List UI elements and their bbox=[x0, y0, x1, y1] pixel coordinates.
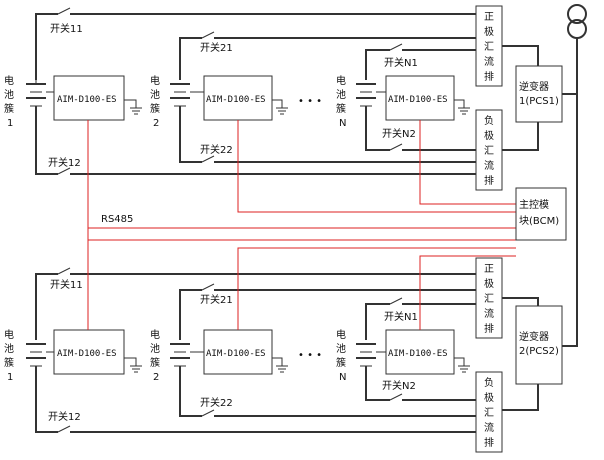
busbar-neg-char: 极 bbox=[484, 129, 494, 142]
label-sw22-top: 开关22 bbox=[200, 143, 233, 156]
busbar-neg-char: 排 bbox=[484, 174, 494, 187]
inverter-1-title: 逆变器 bbox=[519, 80, 549, 93]
busbar-neg-char: 负 bbox=[484, 376, 494, 389]
battery-label-char-3: 簇 bbox=[150, 102, 160, 115]
label-sw11-bottom: 开关11 bbox=[50, 278, 83, 291]
busbar-pos-char: 汇 bbox=[484, 40, 494, 53]
battery-label-index: 2 bbox=[153, 118, 159, 129]
busbar-pos-char: 排 bbox=[484, 322, 494, 335]
rs485-bus bbox=[87, 120, 516, 330]
busbar-pos-char: 极 bbox=[484, 25, 494, 38]
battery-cluster-n bbox=[356, 83, 376, 107]
battery-cluster-1 bbox=[26, 80, 46, 107]
battery-cluster-n-b bbox=[356, 343, 376, 367]
battery-label-char-1: 电 bbox=[336, 74, 346, 87]
label-sw21-top: 开关21 bbox=[200, 41, 233, 54]
label-swN1-bottom: 开关N1 bbox=[384, 310, 418, 323]
battery-label-char-3: 簇 bbox=[4, 356, 14, 369]
positive-busbar-1 bbox=[475, 5, 503, 87]
ellipsis: • • • bbox=[298, 350, 322, 361]
battery-label-char-1: 电 bbox=[336, 328, 346, 341]
battery-label-char-2: 池 bbox=[4, 342, 14, 355]
battery-label-char-1: 电 bbox=[4, 328, 14, 341]
busbar-pos-char: 流 bbox=[484, 55, 494, 68]
battery-label-char-3: 簇 bbox=[4, 102, 14, 115]
busbar-pos-char: 正 bbox=[484, 12, 494, 23]
label-swN2-top: 开关N2 bbox=[382, 127, 416, 140]
rs485-label: RS485 bbox=[101, 214, 133, 225]
battery-label-char-1: 电 bbox=[150, 328, 160, 341]
busbar-neg-char: 流 bbox=[484, 421, 494, 434]
transformer-icon bbox=[562, 4, 587, 347]
battery-label-char-3: 簇 bbox=[150, 356, 160, 369]
busbar-neg-char: 排 bbox=[484, 436, 494, 449]
battery-cluster-2-b bbox=[170, 343, 190, 367]
label-sw21-bottom: 开关21 bbox=[200, 293, 233, 306]
label-swN1-top: 开关N1 bbox=[384, 56, 418, 69]
busbar-neg-char: 流 bbox=[484, 159, 494, 172]
ellipsis: • • • bbox=[298, 96, 322, 107]
aim-module-label: AIM-D100-ES bbox=[57, 95, 117, 105]
aim-module-label: AIM-D100-ES bbox=[206, 349, 266, 359]
label-sw11-top: 开关11 bbox=[50, 22, 83, 35]
busbar-neg-char: 汇 bbox=[484, 406, 494, 419]
negative-busbar-1 bbox=[475, 109, 503, 191]
inverter-2-title: 逆变器 bbox=[519, 330, 549, 343]
main-controller-bcm bbox=[515, 187, 567, 241]
aim-module-n-b bbox=[385, 329, 455, 375]
system-top bbox=[26, 5, 563, 191]
controller-subtitle: 块(BCM) bbox=[519, 215, 559, 227]
system-bottom bbox=[26, 257, 563, 453]
controller-title: 主控模 bbox=[519, 198, 549, 211]
battery-label-char-2: 池 bbox=[336, 88, 346, 101]
busbar-neg-char: 极 bbox=[484, 391, 494, 404]
negative-busbar-2 bbox=[475, 371, 503, 453]
battery-cluster-1-b bbox=[26, 343, 46, 367]
busbar-pos-char: 汇 bbox=[484, 292, 494, 305]
battery-label-index: 2 bbox=[153, 372, 159, 383]
inverter-2-subtitle: 2(PCS2) bbox=[519, 346, 559, 357]
battery-label-char-1: 电 bbox=[150, 74, 160, 87]
busbar-pos-char: 流 bbox=[484, 307, 494, 320]
battery-label-char-1: 电 bbox=[4, 74, 14, 87]
battery-label-char-2: 池 bbox=[150, 88, 160, 101]
battery-label-index: N bbox=[339, 372, 346, 383]
positive-busbar-2 bbox=[475, 257, 503, 339]
aim-module-1-b bbox=[53, 329, 125, 375]
battery-label-index: 1 bbox=[7, 372, 13, 383]
battery-label-char-2: 池 bbox=[150, 342, 160, 355]
aim-module-2 bbox=[203, 75, 273, 121]
busbar-pos-char: 极 bbox=[484, 277, 494, 290]
busbar-pos-char: 正 bbox=[484, 264, 494, 275]
battery-label-char-2: 池 bbox=[336, 342, 346, 355]
aim-module-label: AIM-D100-ES bbox=[57, 349, 117, 359]
label-sw12-top: 开关12 bbox=[48, 156, 81, 169]
busbar-pos-char: 排 bbox=[484, 70, 494, 83]
aim-module-label: AIM-D100-ES bbox=[388, 95, 448, 105]
battery-label-char-2: 池 bbox=[4, 88, 14, 101]
aim-module-2-b bbox=[203, 329, 273, 375]
battery-label-index: N bbox=[339, 118, 346, 129]
battery-label-char-3: 簇 bbox=[336, 356, 346, 369]
aim-module-label: AIM-D100-ES bbox=[388, 349, 448, 359]
inverter-2 bbox=[515, 305, 563, 385]
aim-module-label: AIM-D100-ES bbox=[206, 95, 266, 105]
label-sw22-bottom: 开关22 bbox=[200, 396, 233, 409]
label-swN2-bottom: 开关N2 bbox=[382, 379, 416, 392]
inverter-1 bbox=[515, 65, 563, 123]
battery-label-index: 1 bbox=[7, 118, 13, 129]
aim-module-1 bbox=[53, 75, 125, 121]
inverter-1-subtitle: 1(PCS1) bbox=[519, 96, 559, 107]
battery-label-char-3: 簇 bbox=[336, 102, 346, 115]
busbar-neg-char: 负 bbox=[484, 114, 494, 127]
battery-cluster-2 bbox=[170, 83, 190, 107]
busbar-neg-char: 汇 bbox=[484, 144, 494, 157]
label-sw12-bottom: 开关12 bbox=[48, 410, 81, 423]
